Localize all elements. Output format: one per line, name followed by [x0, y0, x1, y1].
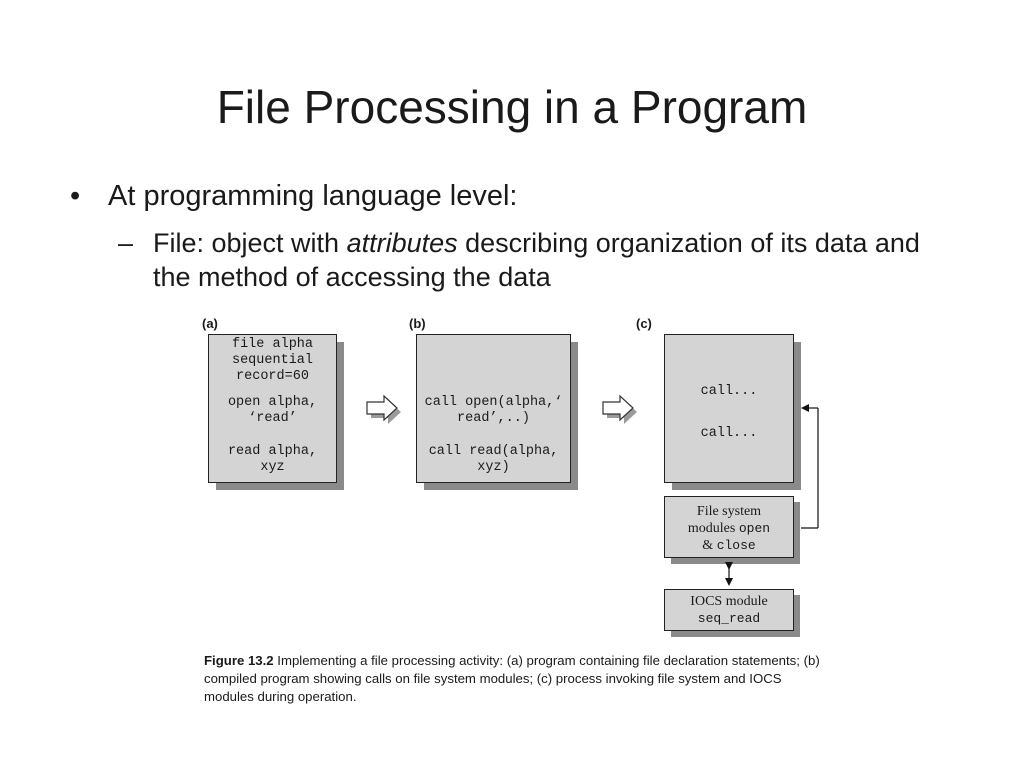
sub-bullet-text: File: object with attributes describing …	[153, 226, 943, 294]
hollow-arrow-icon	[366, 394, 401, 424]
fs-module-line: File system	[696, 504, 762, 519]
panel-a-line: read alpha,	[227, 444, 318, 459]
sub-text-suffix: describing organization of its data and …	[153, 228, 920, 292]
panel-b-line: call open(alpha,‘	[424, 395, 563, 410]
panel-a-line: sequential	[231, 353, 313, 368]
figure-caption-label: Figure 13.2	[204, 653, 274, 668]
panel-a-line: open alpha,	[227, 395, 318, 410]
panel-a-line: file alpha	[231, 337, 313, 352]
bullet-marker: •	[70, 180, 81, 212]
iocs-module-shadow-bottom	[671, 630, 800, 637]
panel-c-call-line: call...	[700, 384, 758, 399]
panel-a-box	[208, 334, 337, 483]
panel-c-box	[664, 334, 794, 483]
panel-b-shadow	[570, 342, 578, 490]
panel-c-call-line: call...	[700, 426, 758, 441]
sub-text-prefix: File: object with	[153, 228, 347, 258]
panel-a-line: xyz	[260, 460, 285, 475]
panel-b-line: xyz)	[477, 460, 510, 475]
fs-module-shadow-bottom	[671, 557, 800, 564]
fs-module-line: & close	[702, 538, 756, 553]
iocs-module-box	[664, 589, 794, 631]
panel-c-label: (c)	[636, 316, 652, 331]
panel-a-label: (a)	[202, 316, 218, 331]
fs-module-box	[664, 496, 794, 558]
panel-b-box	[416, 334, 571, 483]
panel-a-shadow-bottom	[216, 482, 344, 490]
panel-b-line: call read(alpha,	[428, 444, 559, 459]
fs-module-shadow	[793, 502, 800, 564]
iocs-module-line: IOCS module	[690, 594, 768, 609]
return-arrow-icon	[801, 404, 819, 529]
panel-b-line: read’,..)	[457, 411, 530, 426]
panel-b-shadow-bottom	[424, 482, 578, 490]
sub-text-emphasis: attributes	[346, 228, 458, 258]
panel-a-line: ‘read’	[248, 411, 297, 426]
iocs-module-line: seq_read	[697, 611, 761, 626]
panel-c-shadow	[793, 342, 801, 490]
figure-caption: Figure 13.2 Implementing a file processi…	[204, 652, 824, 706]
panel-b-label: (b)	[409, 316, 426, 331]
fs-module-line: modules open	[687, 521, 771, 536]
slide-title: File Processing in a Program	[216, 81, 808, 133]
sub-bullet-marker: –	[118, 228, 134, 258]
panel-a-shadow	[336, 342, 344, 490]
panel-a-line: record=60	[236, 369, 309, 384]
iocs-module-shadow	[793, 595, 800, 637]
panel-c-shadow-bottom	[672, 482, 801, 490]
bullet-text: At programming language level:	[108, 180, 518, 212]
figure-caption-text: Implementing a file processing activity:…	[204, 653, 820, 704]
hollow-arrow-icon	[602, 394, 637, 424]
